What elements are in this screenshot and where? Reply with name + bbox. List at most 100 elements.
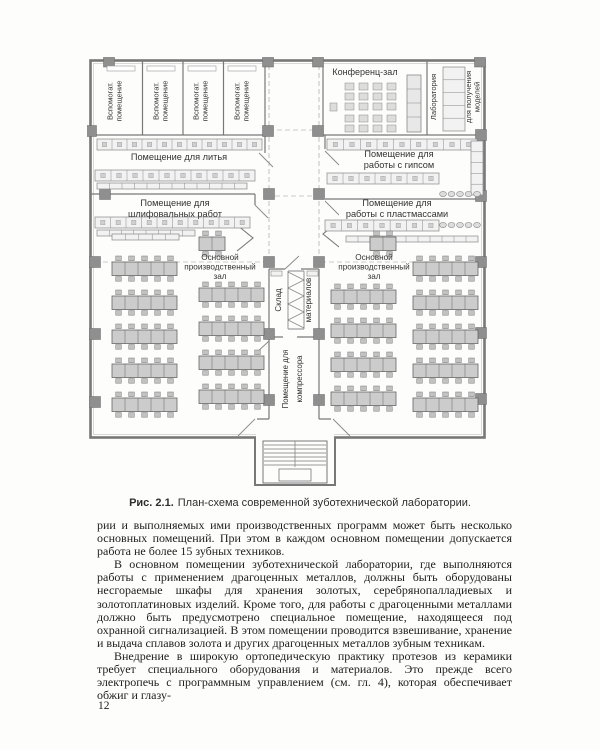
- chair: [254, 281, 261, 287]
- chair: [167, 357, 174, 363]
- equipment-item: [449, 142, 455, 147]
- workbench: [442, 66, 466, 132]
- chair: [202, 230, 209, 236]
- chair: [468, 289, 475, 295]
- chair: [241, 336, 248, 342]
- room-label-main-hall-right-3: зал: [367, 272, 380, 281]
- chair: [442, 310, 449, 316]
- chair: [360, 385, 367, 391]
- zigzag-partitions: [236, 220, 340, 252]
- chair: [115, 310, 122, 316]
- interior-walls: [90, 61, 484, 420]
- chair: [254, 349, 261, 355]
- room-label-main-hall-left: Основной: [201, 253, 239, 262]
- chair: [115, 289, 122, 295]
- chair: [386, 283, 393, 289]
- seat: [386, 114, 397, 123]
- chair: [442, 289, 449, 295]
- column: [262, 57, 274, 68]
- chair: [228, 315, 235, 321]
- seat: [386, 92, 397, 101]
- seat: [372, 92, 383, 101]
- chair: [167, 378, 174, 384]
- desk-bank: [330, 357, 397, 372]
- chair: [468, 344, 475, 350]
- chair: [455, 323, 462, 329]
- chair: [128, 276, 135, 282]
- chair: [115, 323, 122, 329]
- chair: [416, 323, 423, 329]
- figure-caption: Рис. 2.1.План-схема современной зуботехн…: [0, 497, 600, 509]
- chair: [442, 255, 449, 261]
- chair: [228, 370, 235, 376]
- chair: [468, 255, 475, 261]
- chair: [154, 255, 161, 261]
- chair: [386, 385, 393, 391]
- equipment-item: [146, 220, 152, 225]
- chair: [167, 344, 174, 350]
- column: [89, 396, 101, 408]
- figure-caption-label: Рис. 2.1.: [129, 497, 174, 509]
- equipment-item: [399, 142, 405, 147]
- chair: [167, 289, 174, 295]
- chair: [429, 412, 436, 418]
- chair: [360, 338, 367, 344]
- column: [474, 57, 486, 68]
- equipment-item: [466, 142, 472, 147]
- seat: [358, 92, 369, 101]
- chair: [442, 378, 449, 384]
- chair: [115, 378, 122, 384]
- chair: [154, 412, 161, 418]
- chair: [115, 391, 122, 397]
- chair: [373, 385, 380, 391]
- equipment-item: [131, 220, 137, 225]
- seat: [344, 102, 355, 111]
- chair: [141, 255, 148, 261]
- equipment-item: [192, 142, 197, 147]
- chair: [373, 317, 380, 323]
- room-label-aux-4: Вспомогат.: [233, 82, 242, 120]
- chair: [202, 281, 209, 287]
- chair: [254, 302, 261, 308]
- stair-steps: [264, 441, 326, 467]
- chair: [115, 357, 122, 363]
- stairwell: [254, 434, 336, 486]
- chair: [373, 338, 380, 344]
- equipment-item: [447, 191, 456, 197]
- chair: [334, 317, 341, 323]
- equipment-item: [193, 220, 199, 225]
- room-label-storage-2: материалов: [304, 278, 313, 323]
- chair: [254, 383, 261, 389]
- equipment-item: [382, 142, 388, 147]
- chair: [228, 302, 235, 308]
- chair: [154, 344, 161, 350]
- desk-bank: [198, 355, 265, 370]
- room-label-plastics: Помещение для: [362, 198, 431, 208]
- chair: [141, 310, 148, 316]
- chair: [386, 372, 393, 378]
- floor-plan: Вспомогат. помещение Вспомогат. помещени…: [87, 57, 487, 486]
- equipment-item: [396, 176, 402, 181]
- room-label-aux-4b: помещение: [242, 81, 251, 122]
- equipment-item: [117, 142, 122, 147]
- equipment-benches: [94, 65, 484, 243]
- chair: [215, 230, 222, 236]
- chair: [241, 281, 248, 287]
- chair: [360, 304, 367, 310]
- seat: [358, 114, 369, 123]
- stair-outer-wall: [254, 438, 336, 486]
- equipment-item: [456, 222, 464, 228]
- body-text: рии и выполняемых ими производственных п…: [97, 518, 512, 702]
- chair: [429, 323, 436, 329]
- chair: [442, 357, 449, 363]
- chair: [468, 310, 475, 316]
- desk-bank: [111, 329, 178, 344]
- equipment-item: [432, 142, 438, 147]
- equipment-item: [332, 176, 338, 181]
- chair: [228, 336, 235, 342]
- chair: [416, 378, 423, 384]
- chair: [128, 412, 135, 418]
- equipment-item: [177, 220, 183, 225]
- chair: [241, 315, 248, 321]
- chair: [202, 383, 209, 389]
